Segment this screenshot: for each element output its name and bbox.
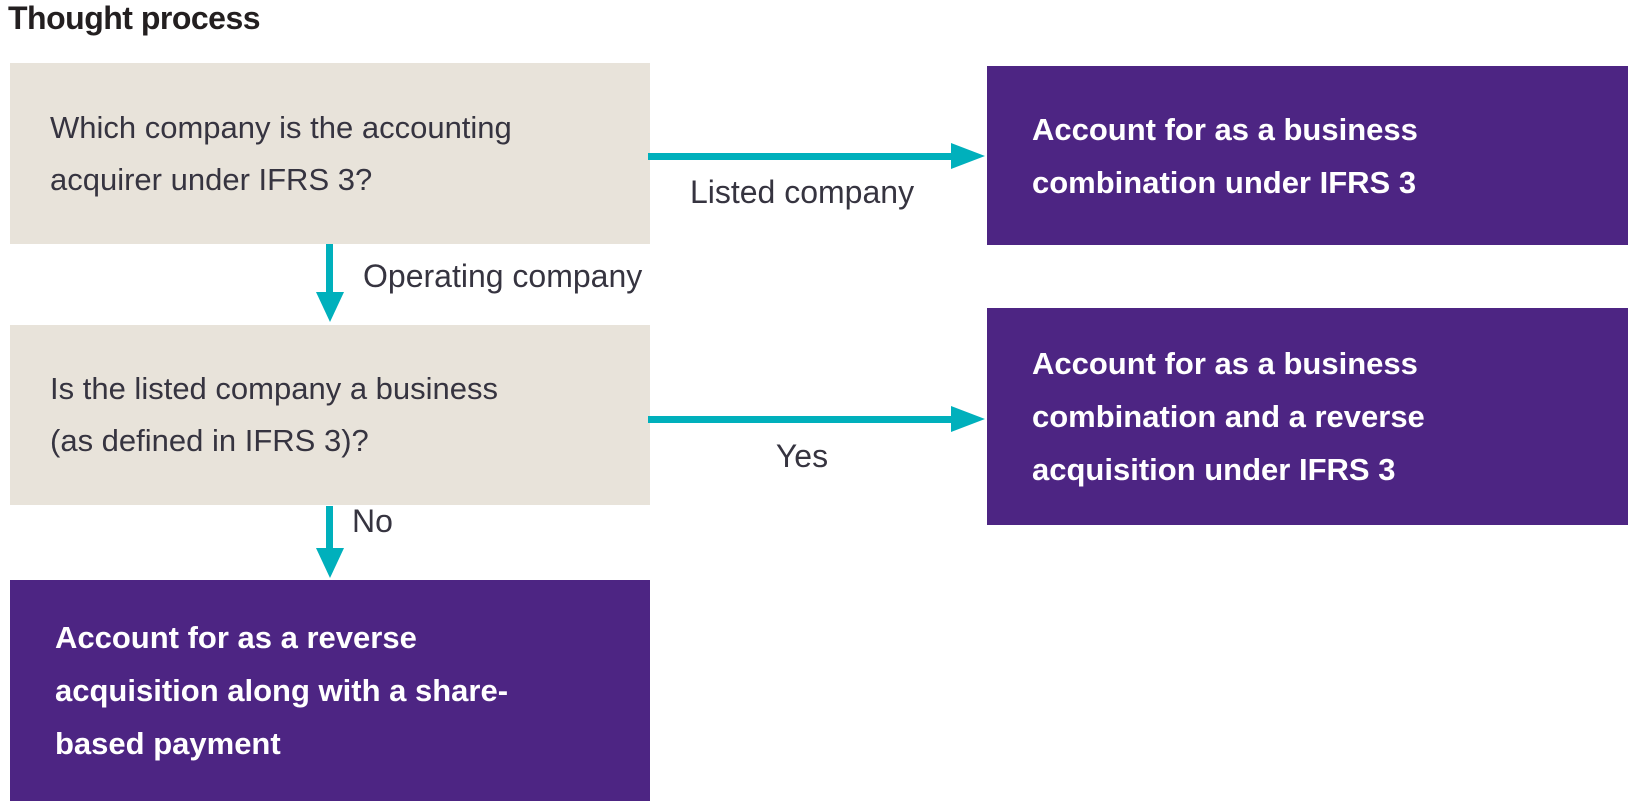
question-node-listed-company-business-text: Is the listed company a business (as def… bbox=[50, 371, 499, 458]
arrow-yes bbox=[648, 406, 985, 432]
arrow-no-stem bbox=[326, 506, 333, 554]
diagram-title: Thought process bbox=[8, 0, 261, 36]
arrow-operating-company-head-icon bbox=[316, 292, 344, 322]
question-node-listed-company-business: Is the listed company a business (as def… bbox=[10, 325, 650, 505]
arrow-yes-stem bbox=[648, 416, 965, 423]
edge-label-yes: Yes bbox=[775, 438, 829, 474]
edge-label-operating-company: Operating company bbox=[363, 258, 643, 294]
edge-label-no: No bbox=[352, 503, 393, 539]
arrow-listed-company-stem bbox=[648, 153, 965, 160]
arrow-listed-company bbox=[648, 143, 985, 169]
arrow-no bbox=[316, 506, 344, 578]
outcome-node-share-based-payment-text: Account for as a reverse acquisition alo… bbox=[55, 620, 509, 761]
outcome-node-reverse-acquisition-text: Account for as a business combination an… bbox=[1032, 346, 1425, 487]
edge-label-listed-company: Listed company bbox=[689, 174, 915, 210]
question-node-accounting-acquirer: Which company is the accounting acquirer… bbox=[10, 63, 650, 244]
outcome-node-business-combination: Account for as a business combination un… bbox=[987, 66, 1628, 245]
arrow-operating-company bbox=[316, 244, 344, 322]
arrow-listed-company-head-icon bbox=[951, 143, 985, 169]
question-node-accounting-acquirer-text: Which company is the accounting acquirer… bbox=[50, 109, 512, 197]
outcome-node-business-combination-text: Account for as a business combination un… bbox=[1032, 111, 1418, 200]
outcome-node-share-based-payment: Account for as a reverse acquisition alo… bbox=[10, 580, 650, 801]
arrow-operating-company-stem bbox=[326, 244, 333, 298]
arrow-no-head-icon bbox=[316, 548, 344, 578]
arrow-yes-head-icon bbox=[951, 406, 985, 432]
outcome-node-reverse-acquisition: Account for as a business combination an… bbox=[987, 308, 1628, 525]
